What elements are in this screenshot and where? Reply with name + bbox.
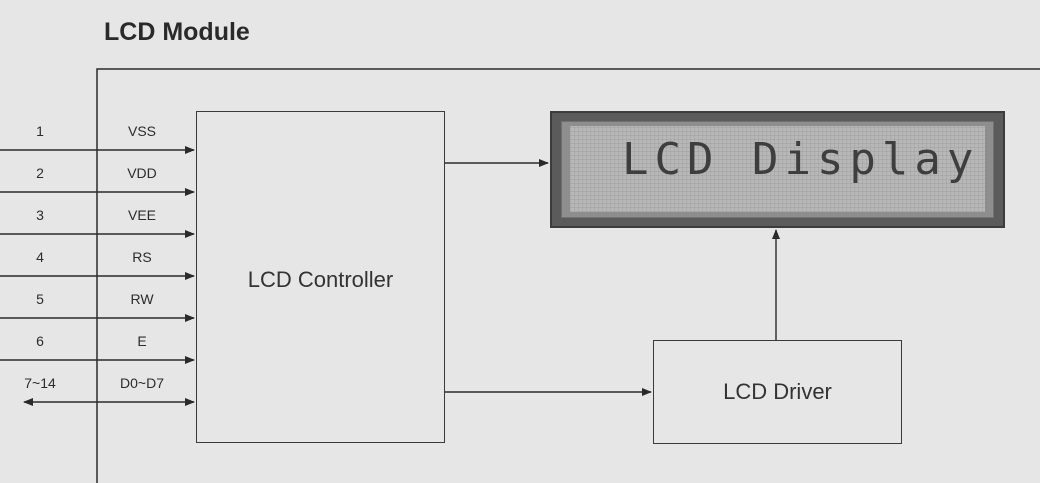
pin-number: 3 bbox=[36, 207, 44, 223]
lcd-glass: LCD Display bbox=[570, 126, 985, 212]
pin-number: 7~14 bbox=[24, 375, 56, 391]
lcd-display-text: LCD Display bbox=[622, 134, 979, 185]
lcd-display-block: LCD Display bbox=[550, 111, 1005, 228]
pin-name: E bbox=[137, 333, 146, 349]
diagram-title: LCD Module bbox=[104, 18, 250, 47]
lcd-driver-label: LCD Driver bbox=[654, 379, 901, 405]
pin-name: VDD bbox=[127, 165, 157, 181]
pin-number: 6 bbox=[36, 333, 44, 349]
lcd-controller-block: LCD Controller bbox=[196, 111, 445, 443]
pin-number: 1 bbox=[36, 123, 44, 139]
pin-number: 5 bbox=[36, 291, 44, 307]
pin-name: D0~D7 bbox=[120, 375, 164, 391]
lcd-controller-label: LCD Controller bbox=[197, 267, 444, 293]
pin-name: VEE bbox=[128, 207, 156, 223]
pin-name: RS bbox=[132, 249, 151, 265]
pin-number: 2 bbox=[36, 165, 44, 181]
pin-number: 4 bbox=[36, 249, 44, 265]
pin-name: VSS bbox=[128, 123, 156, 139]
lcd-driver-block: LCD Driver bbox=[653, 340, 902, 444]
lcd-bezel: LCD Display bbox=[561, 121, 994, 218]
pin-name: RW bbox=[130, 291, 153, 307]
